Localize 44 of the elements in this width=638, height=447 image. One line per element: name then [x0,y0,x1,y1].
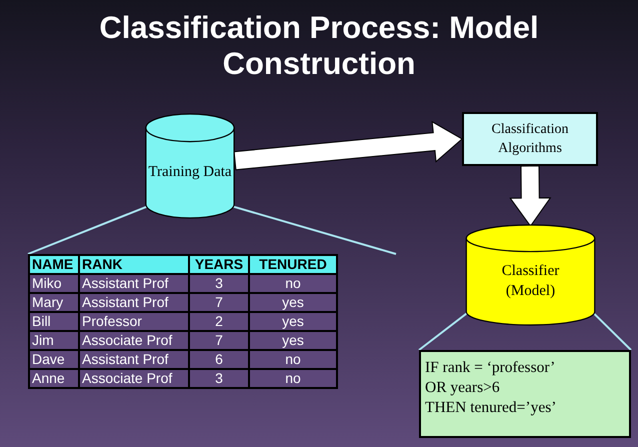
connector-line [591,311,632,351]
table-cell: no [250,351,336,368]
table-cell: 6 [190,351,248,368]
header-cell: YEARS [190,256,248,273]
rule-line: THEN tenured=’yes’ [425,398,556,418]
table-cell: Associate Prof [80,370,188,387]
table-cell: 3 [190,275,248,292]
rule-line: IF rank = ‘professor’ [425,358,556,378]
database-cylinder [465,224,596,326]
table-cell: yes [250,294,336,311]
block-arrow [234,120,463,170]
header-cell: RANK [80,256,188,273]
node-label: Classification Algorithms [490,121,570,158]
table-cell: no [250,370,336,387]
node-label: Training Data [147,163,233,182]
table-cell: 7 [190,332,248,349]
header-cell: NAME [30,256,78,273]
table-cell: 2 [190,313,248,330]
table-cell: 3 [190,370,248,387]
connector-line [232,205,396,255]
table-cell: Miko [30,275,78,292]
table-cell: Anne [30,370,78,387]
slide-title: Classification Process: Model Construction [98,10,540,82]
rule-line: OR years>6 [425,378,500,398]
process-box [462,112,598,166]
table-cell: Assistant Prof [80,351,188,368]
table-cell: Professor [80,313,188,330]
table-cell: Assistant Prof [80,275,188,292]
table-cell: Bill [30,313,78,330]
table-cell: Jim [30,332,78,349]
table-cell: no [250,275,336,292]
table-cell: Mary [30,294,78,311]
header-cell: TENURED [250,256,336,273]
table-cell: yes [250,313,336,330]
data-table [28,254,338,389]
connector-line [28,205,148,255]
table-cell: Dave [30,351,78,368]
node-label: Classifier (Model) [500,262,560,301]
table-cell: yes [250,332,336,349]
block-arrow [509,165,552,227]
database-cylinder [145,113,235,219]
table-cell: 7 [190,294,248,311]
table-cell: Assistant Prof [80,294,188,311]
table-cell: Associate Prof [80,332,188,349]
